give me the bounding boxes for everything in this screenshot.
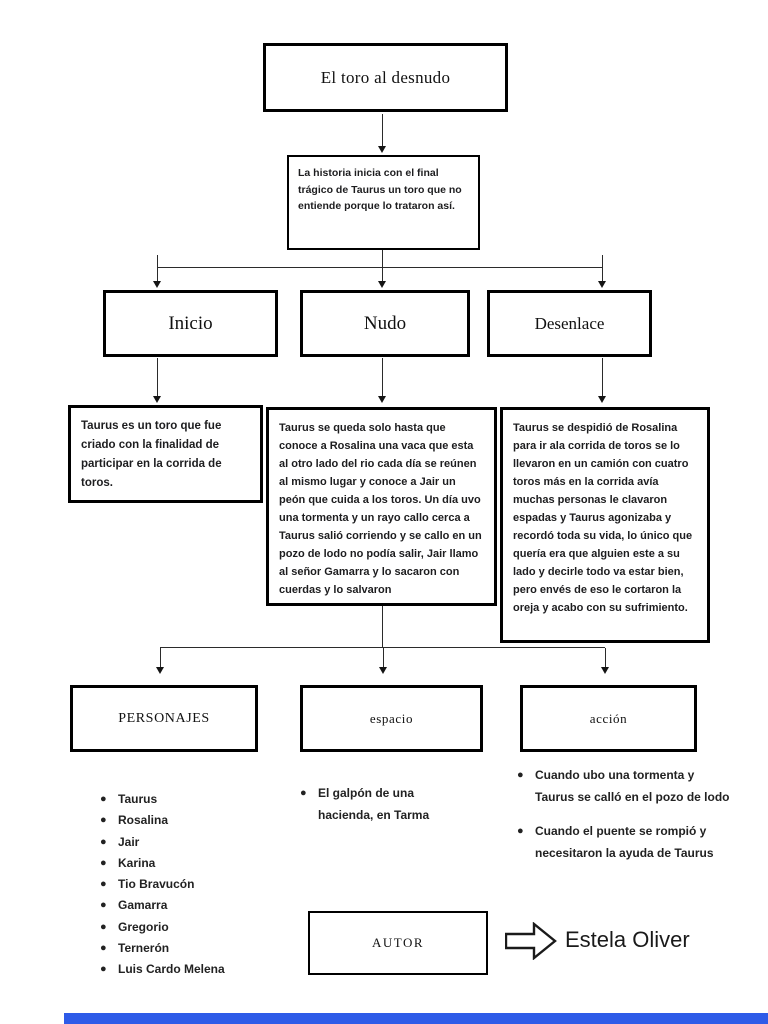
list-item: ● Taurus [100,789,225,810]
list-item-label: Cuando ubo una tormenta y Taurus se call… [535,768,730,804]
arrow-down-icon [601,667,609,674]
connector-line [160,648,161,668]
connector-line [382,114,383,147]
list-item-label: El galpón de una hacienda, en Tarma [318,786,430,822]
personajes-list: ● Taurus ● Rosalina ● Jair ● Karina ● Tio Bra… [100,789,225,981]
arrow-down-icon [153,281,161,288]
list-item: ● Cuando el puente se rompió y necesitar… [517,820,735,864]
list-item: ● El galpón de una hacienda, en Tarma [300,782,446,826]
connector-line [157,268,158,282]
bullet-icon: ● [100,878,107,891]
section-label-desenlace: Desenlace [534,313,605,333]
category-box-espacio: espacio [300,685,483,752]
list-item-label: Gregorio [118,919,169,934]
list-item: ● Luis Cardo Melena [100,959,225,980]
category-label-accion: acción [589,710,628,726]
connector-line [383,648,384,668]
author-name: Estela Oliver [565,927,690,952]
connector-line [157,358,158,397]
paragraph-box-desenlace: Taurus se despidió de Rosalina para ir a… [500,407,710,643]
paragraph-desenlace: Taurus se despidió de Rosalina para ir a… [513,422,693,614]
arrow-down-icon [153,396,161,403]
connector-line [605,648,606,668]
arrow-down-icon [378,146,386,153]
list-item-label: Gamarra [118,898,168,913]
title-text: El toro al desnudo [320,67,451,87]
section-box-nudo: Nudo [300,290,470,357]
list-item-label: Karina [118,855,156,870]
section-label-inicio: Inicio [168,312,213,334]
section-box-desenlace: Desenlace [487,290,652,357]
list-item-label: Rosalina [118,813,169,828]
bullet-icon: ● [100,920,107,933]
bullet-icon: ● [100,814,107,827]
list-item: ● Cuando ubo una tormenta y Taurus se ca… [517,764,735,808]
connector-line [157,255,158,267]
bullet-icon: ● [100,856,107,869]
connector-line [160,647,605,648]
bullet-icon: ● [100,899,107,912]
paragraph-box-inicio: Taurus es un toro que fue criado con la … [68,405,263,503]
footer-bar [64,1013,768,1024]
title-box: El toro al desnudo [263,43,508,112]
list-item-label: Taurus [118,792,158,806]
bullet-icon: ● [517,825,524,837]
bullet-icon: ● [100,793,107,805]
list-item-label: Jair [118,834,140,849]
section-box-inicio: Inicio [103,290,278,357]
connector-line [382,358,383,397]
arrow-down-icon [156,667,164,674]
connector-line [602,358,603,397]
list-item: ● Jair [100,832,225,853]
block-right-arrow-icon [505,922,557,960]
list-item: ● Gamarra [100,895,225,916]
connector-line [382,268,383,282]
intro-text: La historia inicia con el final trágico … [298,167,462,212]
list-item: ● Ternerón [100,938,225,959]
category-box-accion: acción [520,685,697,752]
list-item-label: Luis Cardo Melena [118,962,225,977]
paragraph-box-nudo: Taurus se queda solo hasta que conoce a … [266,407,497,606]
connector-line [602,255,603,267]
bullet-icon: ● [517,769,524,781]
bullet-icon: ● [100,942,107,955]
intro-box: La historia inicia con el final trágico … [287,155,480,250]
list-item-label: Tio Bravucón [118,877,195,892]
list-item: ● Karina [100,853,225,874]
paragraph-nudo: Taurus se queda solo hasta que conoce a … [279,422,482,596]
bullet-icon: ● [300,787,307,799]
arrow-down-icon [379,667,387,674]
section-label-nudo: Nudo [363,312,407,334]
connector-line [382,606,383,648]
list-item: ● Rosalina [100,810,225,831]
arrow-down-icon [378,281,386,288]
category-box-personajes: PERSONAJES [70,685,258,752]
arrow-down-icon [598,396,606,403]
arrow-down-icon [598,281,606,288]
connector-line [602,268,603,282]
accion-list: ● Cuando ubo una tormenta y Taurus se ca… [517,764,735,864]
bullet-icon: ● [100,835,107,848]
author-box-label: AUTOR [371,935,425,950]
espacio-list: ● El galpón de una hacienda, en Tarma [300,782,446,826]
paragraph-inicio: Taurus es un toro que fue criado con la … [81,420,222,489]
list-item: ● Tio Bravucón [100,874,225,895]
arrow-down-icon [378,396,386,403]
bullet-icon: ● [100,963,107,976]
connector-line [382,250,383,268]
list-item-label: Cuando el puente se rompió y necesitaron… [535,824,714,860]
category-label-personajes: PERSONAJES [118,710,210,726]
list-item: ● Gregorio [100,917,225,938]
category-label-espacio: espacio [369,710,414,726]
list-item-label: Ternerón [118,941,170,956]
connector-line [157,267,603,268]
author-box: AUTOR [308,911,488,975]
